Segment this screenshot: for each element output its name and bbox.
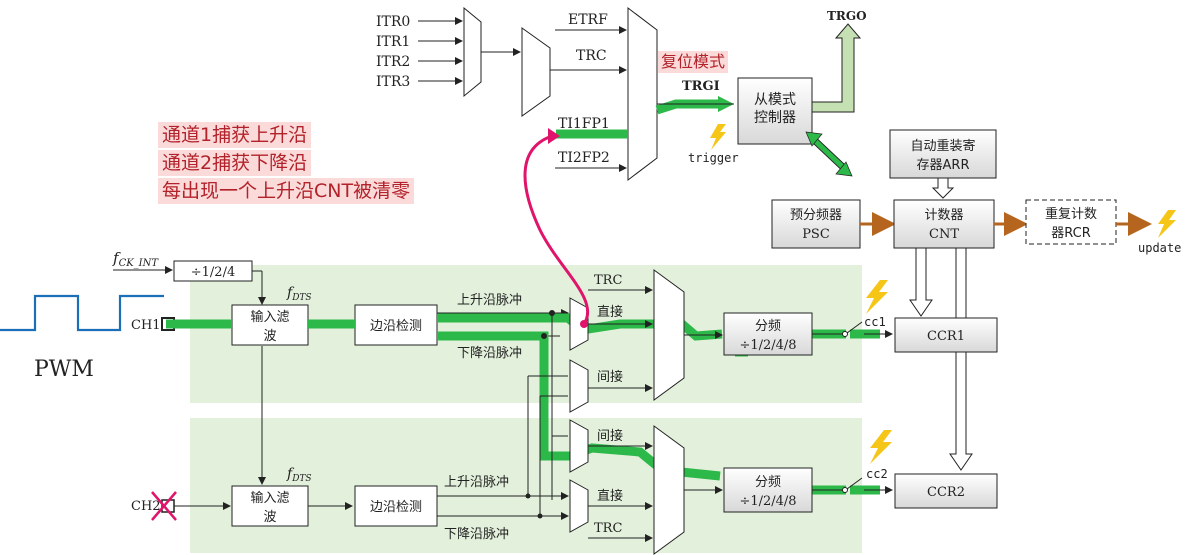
ccr1-box [894, 317, 998, 353]
ch2-filter-line2: 波 [263, 510, 276, 525]
ch2-prescaler-line2: ÷1/2/4/8 [739, 494, 796, 509]
psc-line2: PSC [802, 227, 830, 242]
ti2fp2-label: TI2FP2 [558, 150, 610, 166]
ch2-prescaler-line1: 分频 [755, 475, 781, 490]
cnt-box [893, 199, 995, 249]
ccr1-label: CCR1 [927, 329, 965, 344]
trgo-arrow [811, 23, 862, 113]
ch2-indirect-mux [569, 419, 589, 473]
note-line-2: 通道2捕获下降沿 [158, 150, 312, 176]
cnt-to-ccr1-arrow [909, 247, 933, 317]
ch2-edge-detect-box [354, 485, 438, 527]
slave-controller-box [737, 77, 813, 145]
ch1-direct-mux [569, 297, 589, 351]
ch1-prescaler-box [723, 312, 813, 356]
ch2-filter-line1: 输入滤 [250, 490, 289, 506]
pwm-label: PWM [34, 357, 94, 382]
update-label: update [1138, 241, 1181, 255]
trgo-label: TRGO [827, 9, 867, 23]
fck-int-symbol: fCK_INT [112, 249, 159, 269]
trigger-mux [627, 6, 658, 182]
slave-counter-link [805, 131, 853, 177]
itr-mux [463, 6, 482, 98]
etrf-label: ETRF [568, 12, 608, 28]
ch1-filter-line2: 波 [263, 329, 276, 344]
trigger-lightning-icon [710, 124, 726, 150]
ch2-prescaler-box [723, 467, 813, 513]
ch1-trc-label: TRC [594, 273, 622, 288]
itr-inputs: ITR0 ITR1 ITR2 ITR3 [376, 14, 463, 90]
cnt-to-ccr2-arrow [949, 247, 973, 471]
ch1-filter-box [231, 304, 309, 346]
ch2-edge-detect-label: 边沿检测 [370, 500, 422, 515]
ch1-prescaler-line1: 分频 [755, 319, 781, 334]
ch2-cc-label: cc2 [866, 467, 888, 481]
arr-line2: 存器ARR [917, 158, 970, 173]
itr2-label: ITR2 [376, 54, 410, 70]
ch2-pin-label: CH2 [131, 499, 161, 514]
itr3-label: ITR3 [376, 74, 410, 90]
itr0-label: ITR0 [376, 14, 410, 30]
slave-controller-line1: 从模式 [754, 92, 796, 108]
ch1-cc-label: cc1 [864, 315, 886, 329]
pwm-waveform [0, 294, 164, 332]
ti1fp1-label: TI1FP1 [558, 116, 610, 132]
arr-down-arrow [931, 177, 955, 199]
ccr2-box [894, 473, 998, 509]
note-line-1: 通道1捕获上升沿 [158, 122, 312, 148]
slave-controller-line2: 控制器 [754, 110, 796, 126]
reset-mode-tag: 复位模式 [658, 51, 729, 73]
update-lightning-icon [1158, 210, 1176, 238]
arr-box [889, 129, 997, 179]
ch2-fdts: fDTS [286, 466, 312, 484]
ch1-rising-label: 上升沿脉冲 [457, 293, 522, 308]
ch1-edge-detect-label: 边沿检测 [370, 319, 422, 334]
ch2-direct-label: 直接 [597, 488, 623, 504]
ch1-fdts: fDTS [286, 285, 312, 303]
ch2-direct-mux [569, 479, 589, 533]
rcr-line2: 器RCR [1051, 226, 1091, 241]
ch1-selector-mux [653, 269, 685, 401]
rcr-line1: 重复计数 [1045, 206, 1097, 222]
ch2-disabled-cross-icon [151, 491, 177, 521]
ch2-selector-mux [653, 425, 685, 555]
cnt-line1: 计数器 [924, 208, 963, 223]
trigger-label: trigger [688, 151, 739, 165]
cc1-lightning-icon [866, 280, 888, 314]
ch1-direct-label: 直接 [597, 304, 623, 320]
ch2-falling-label: 下降沿脉冲 [444, 527, 509, 542]
ch2-rising-label: 上升沿脉冲 [444, 475, 509, 490]
trc-label-top: TRC [576, 48, 607, 64]
ch1-indirect-mux [569, 359, 589, 413]
ccr2-label: CCR2 [927, 485, 965, 500]
ch1-filter-line1: 输入滤 [250, 309, 289, 325]
ch2-trc-label: TRC [594, 521, 622, 536]
ch1-prescaler-line2: ÷1/2/4/8 [739, 338, 796, 353]
ch1-pin-label: CH1 [131, 318, 161, 333]
ch1-indirect-label: 间接 [597, 369, 623, 385]
itr-selector [521, 27, 551, 117]
rcr-box [1025, 199, 1117, 245]
ch2-indirect-label: 间接 [597, 428, 623, 444]
ch1-falling-label: 下降沿脉冲 [457, 346, 522, 361]
clock-divider-label: ÷1/2/4 [191, 265, 235, 280]
ti1fp1-feedback-link [523, 134, 590, 325]
trgi-label: TRGI [682, 79, 720, 94]
cc2-lightning-icon [870, 430, 892, 464]
ch1-edge-detect-box [354, 304, 438, 346]
cnt-line2: CNT [929, 227, 959, 242]
psc-line1: 预分频器 [790, 208, 842, 223]
note-line-3: 每出现一个上升沿CNT被清零 [158, 178, 415, 204]
arr-line1: 自动重装寄 [910, 138, 975, 154]
itr1-label: ITR1 [376, 34, 410, 50]
